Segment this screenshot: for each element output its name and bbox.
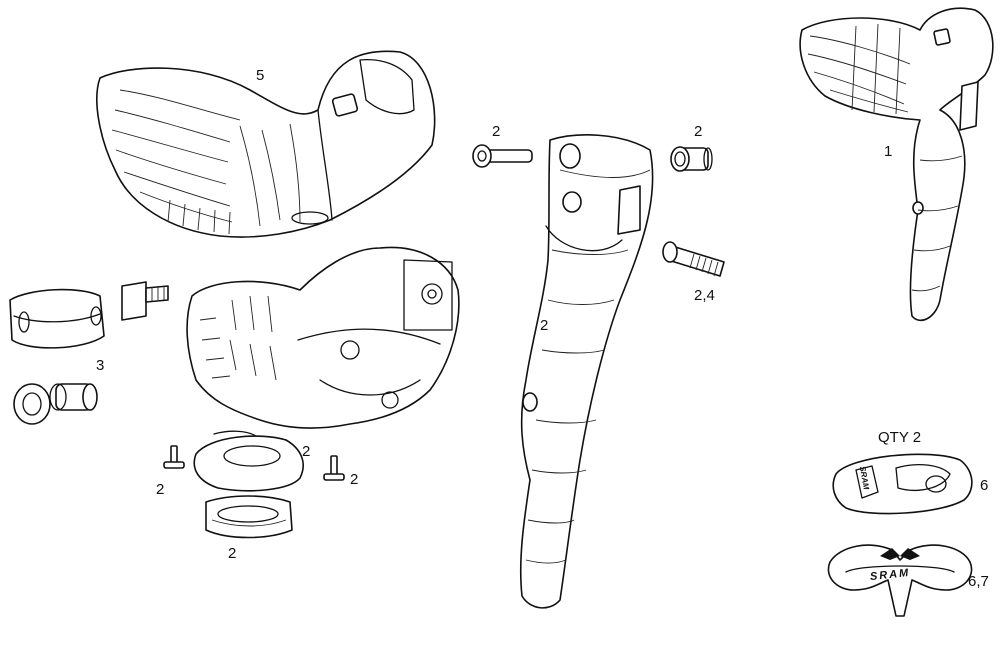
bottom-ring-part [205, 495, 293, 539]
label-cover: 6 [980, 477, 989, 494]
hood-part [96, 50, 436, 238]
label-screw-left: 2 [156, 481, 165, 498]
label-body-plate: 2 [302, 443, 311, 460]
clamp-part [9, 281, 169, 425]
cover-part [832, 453, 973, 515]
pin-bolt-part [662, 241, 725, 277]
label-qty: QTY 2 [878, 429, 922, 446]
label-bushing-top-right: 2 [694, 123, 703, 140]
label-hood: 5 [256, 67, 265, 84]
label-lever-blade: 2 [540, 317, 549, 334]
label-bottom-ring: 2 [228, 545, 237, 562]
body-plate-part [193, 430, 304, 492]
shifter-body-part [186, 246, 460, 429]
clip-part [827, 544, 973, 617]
bolt-top-left-part [472, 144, 533, 168]
screw-left-part [163, 445, 185, 469]
label-pin-bolt: 2,4 [694, 287, 715, 304]
label-clip: 6,7 [968, 573, 989, 590]
lever-assembly-part [799, 7, 994, 322]
label-lever-assembly: 1 [884, 143, 893, 160]
label-screw-right: 2 [350, 471, 359, 488]
lever-blade-part [519, 134, 654, 609]
label-clamp: 3 [96, 357, 105, 374]
bushing-top-right-part [670, 146, 713, 172]
label-bolt-top-left: 2 [492, 123, 501, 140]
screw-right-part [323, 455, 345, 481]
